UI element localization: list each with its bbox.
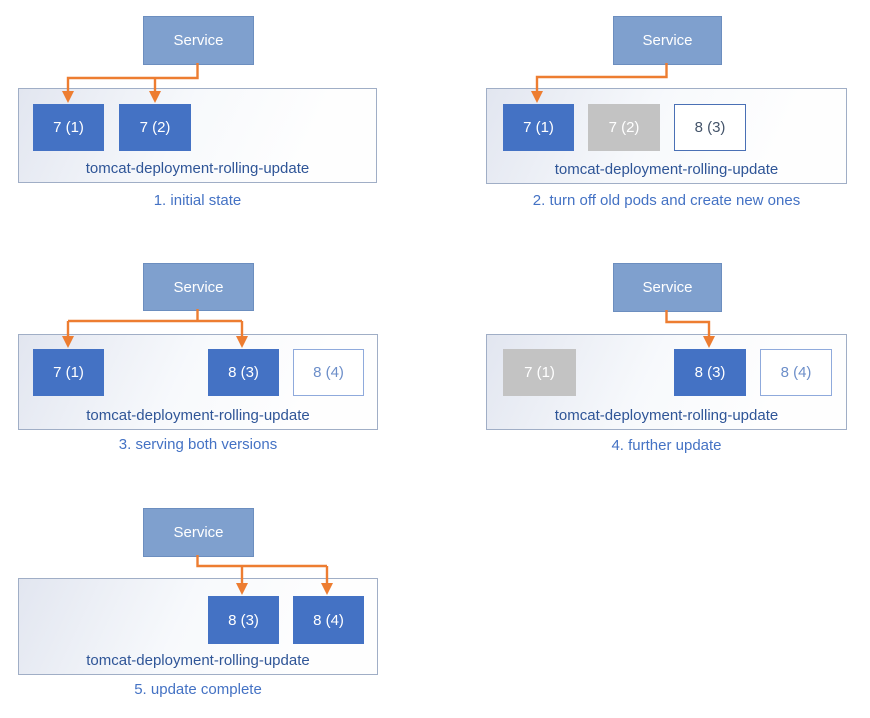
panel-caption: 1. initial state	[153, 192, 242, 209]
pod-8-3: 8 (3)	[674, 349, 746, 396]
connector-panel-3	[62, 309, 248, 348]
arrowhead-icon	[62, 336, 74, 348]
deployment-box: 7 (1) 8 (3) 8 (4) tomcat-deployment-roll…	[486, 334, 847, 430]
deployment-label: tomcat-deployment-rolling-update	[554, 161, 779, 178]
service-label: Service	[642, 32, 693, 49]
pod-8-4: 8 (4)	[293, 596, 364, 644]
arrowhead-icon	[236, 583, 248, 595]
pod-label: 8 (3)	[694, 119, 726, 136]
pod-label: 8 (3)	[228, 364, 259, 381]
service-label: Service	[173, 32, 224, 49]
deployment-box: 7 (1) 7 (2) tomcat-deployment-rolling-up…	[18, 88, 377, 183]
service-box: Service	[143, 16, 254, 65]
pod-label: 7 (1)	[524, 364, 555, 381]
pod-7-2: 7 (2)	[588, 104, 660, 151]
deployment-box: 8 (3) 8 (4) tomcat-deployment-rolling-up…	[18, 578, 378, 675]
arrowhead-icon	[531, 91, 543, 103]
pod-7-1: 7 (1)	[33, 104, 104, 151]
pod-7-1: 7 (1)	[503, 104, 574, 151]
arrowhead-icon	[62, 91, 74, 103]
pod-label: 8 (4)	[313, 611, 344, 629]
pod-label: 7 (2)	[608, 119, 640, 136]
panel-caption: 5. update complete	[134, 681, 262, 698]
service-box: Service	[143, 263, 254, 311]
deployment-label: tomcat-deployment-rolling-update	[554, 407, 779, 424]
connector-panel-2	[531, 63, 668, 103]
pod-label: 7 (2)	[139, 119, 171, 136]
service-box: Service	[143, 508, 254, 557]
deployment-box: 7 (1) 8 (3) 8 (4) tomcat-deployment-roll…	[18, 334, 378, 430]
service-label: Service	[173, 524, 224, 541]
service-box: Service	[613, 16, 722, 65]
pod-8-3: 8 (3)	[208, 596, 279, 644]
pod-8-3: 8 (3)	[208, 349, 279, 396]
service-label: Service	[642, 279, 693, 296]
pod-8-4: 8 (4)	[760, 349, 832, 396]
connector-panel-4	[665, 310, 715, 348]
deployment-label: tomcat-deployment-rolling-update	[85, 160, 310, 177]
arrowhead-icon	[149, 91, 161, 103]
pod-label: 8 (4)	[313, 364, 344, 381]
deployment-box: 7 (1) 7 (2) 8 (3) tomcat-deployment-roll…	[486, 88, 847, 184]
arrowhead-icon	[703, 336, 715, 348]
pod-8-3: 8 (3)	[674, 104, 746, 151]
panel-caption: 4. further update	[611, 437, 722, 454]
connector-panel-5	[196, 555, 333, 595]
connector-panel-1	[62, 63, 199, 103]
service-label: Service	[173, 278, 224, 296]
arrowhead-icon	[321, 583, 333, 595]
service-box: Service	[613, 263, 722, 312]
pod-label: 8 (4)	[780, 364, 812, 381]
arrowhead-icon	[236, 336, 248, 348]
pod-label: 7 (1)	[523, 119, 554, 136]
pod-7-1: 7 (1)	[33, 349, 104, 396]
pod-7-2: 7 (2)	[119, 104, 191, 151]
panel-caption: 2. turn off old pods and create new ones	[532, 192, 801, 209]
pod-label: 7 (1)	[53, 364, 84, 381]
pod-8-4: 8 (4)	[293, 349, 364, 396]
pod-label: 8 (3)	[694, 364, 726, 381]
pod-label: 8 (3)	[228, 611, 259, 629]
pod-7-1: 7 (1)	[503, 349, 576, 396]
deployment-label: tomcat-deployment-rolling-update	[86, 407, 310, 424]
pod-label: 7 (1)	[53, 119, 84, 136]
panel-caption: 3. serving both versions	[118, 436, 278, 453]
deployment-label: tomcat-deployment-rolling-update	[86, 652, 310, 669]
